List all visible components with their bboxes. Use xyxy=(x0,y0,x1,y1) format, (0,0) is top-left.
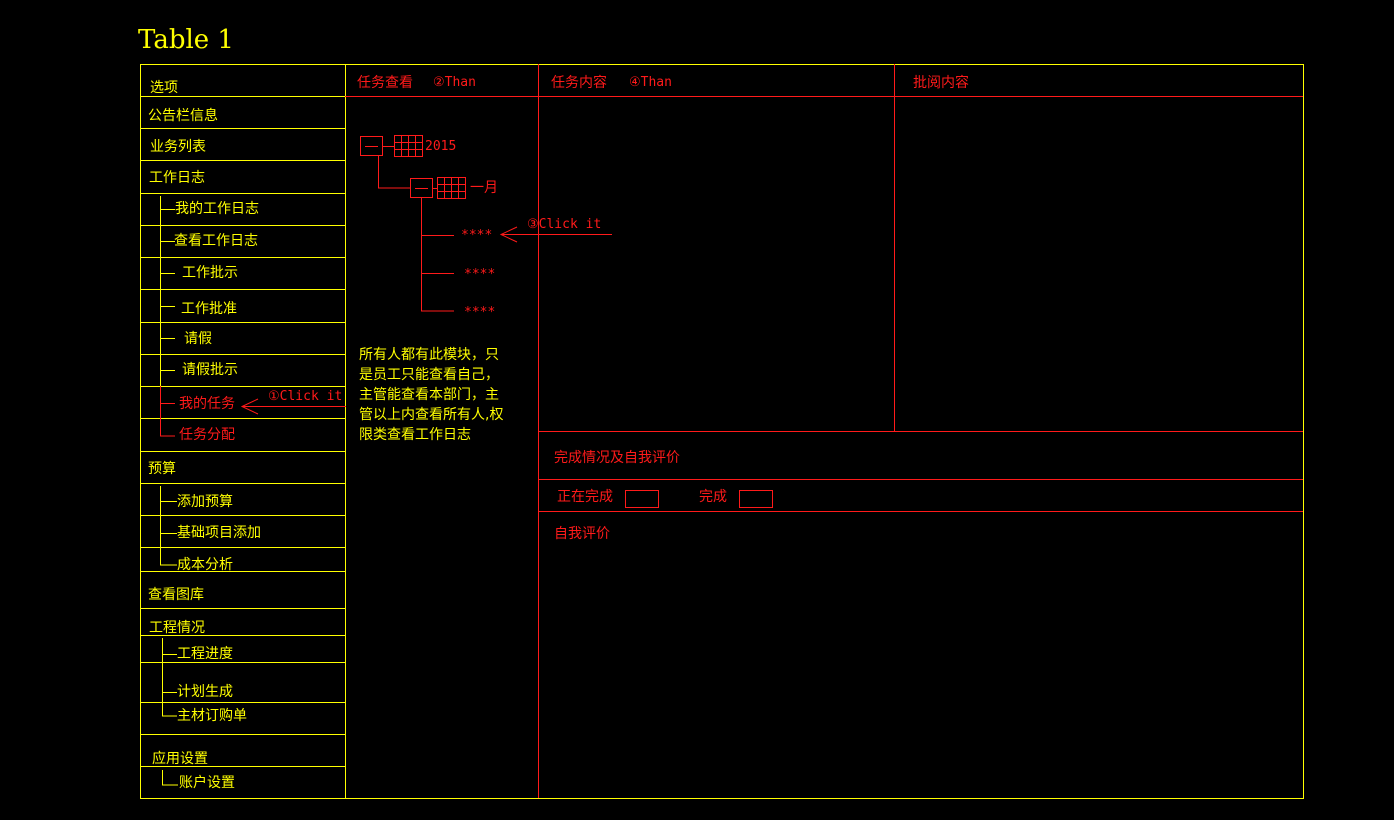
page-title: Table 1 xyxy=(138,25,234,55)
completion-title: 完成情况及自我评价 xyxy=(554,450,680,466)
annotation-step1: ①Click it xyxy=(268,389,343,404)
self-evaluation-label: 自我评价 xyxy=(554,526,610,542)
sidebar-item-budget[interactable]: 预算 xyxy=(148,461,176,477)
sidebar-item-project-progress[interactable]: 工程进度 xyxy=(177,646,233,662)
tree-item-task[interactable]: **** xyxy=(464,305,496,320)
sidebar-item-work-instruction[interactable]: 工作批示 xyxy=(182,265,238,281)
annotation-step2: ②Than xyxy=(433,75,476,90)
in-progress-checkbox[interactable] xyxy=(625,490,659,508)
done-checkbox[interactable] xyxy=(739,490,773,508)
annotation-step4: ④Than xyxy=(629,75,672,90)
sidebar-item-account-settings[interactable]: 账户设置 xyxy=(179,775,235,791)
sidebar-item-add-base-project[interactable]: 基础项目添加 xyxy=(177,525,261,541)
sidebar-item-my-work-log[interactable]: 我的工作日志 xyxy=(175,201,259,217)
review-content-title: 批阅内容 xyxy=(913,75,969,91)
done-label: 完成 xyxy=(699,489,727,505)
sidebar-item-bulletin[interactable]: 公告栏信息 xyxy=(148,108,218,124)
task-view-title: 任务查看 xyxy=(357,75,413,91)
sidebar-item-plan-generation[interactable]: 计划生成 xyxy=(177,684,233,700)
self-evaluation-area[interactable] xyxy=(545,550,1295,790)
sidebar-item-material-order[interactable]: 主材订购单 xyxy=(177,708,247,724)
sidebar-item-my-tasks[interactable]: 我的任务 xyxy=(179,396,235,412)
sidebar-item-work-log[interactable]: 工作日志 xyxy=(149,170,205,186)
tree-item-task[interactable]: **** xyxy=(464,267,496,282)
sidebar-item-business-list[interactable]: 业务列表 xyxy=(150,139,206,155)
sidebar-item-work-approval[interactable]: 工作批准 xyxy=(181,301,237,317)
sidebar-header: 选项 xyxy=(150,80,178,96)
sidebar-item-view-work-log[interactable]: 查看工作日志 xyxy=(174,233,258,249)
sidebar-item-leave-approval[interactable]: 请假批示 xyxy=(182,362,238,378)
sidebar-item-leave[interactable]: 请假 xyxy=(184,331,212,347)
sidebar-item-add-budget[interactable]: 添加预算 xyxy=(177,494,233,510)
sidebar-item-cost-analysis[interactable]: 成本分析 xyxy=(177,557,233,573)
permission-note: 所有人都有此模块，只 是员工只能查看自己， 主管能查看本部门，主 管以上内查看所… xyxy=(359,347,504,443)
tree-item-task[interactable]: **** xyxy=(461,228,493,243)
task-content-title: 任务内容 xyxy=(551,75,607,91)
annotation-step3: ③Click it xyxy=(527,217,602,232)
in-progress-label: 正在完成 xyxy=(557,489,613,505)
tree-node-month[interactable]: 一月 xyxy=(470,180,498,196)
sidebar-item-project-status[interactable]: 工程情况 xyxy=(149,620,205,636)
tree-node-year[interactable]: 2015 xyxy=(425,139,457,154)
sidebar-item-task-assignment[interactable]: 任务分配 xyxy=(179,427,235,443)
sidebar-item-app-settings[interactable]: 应用设置 xyxy=(152,751,208,767)
sidebar-item-gallery[interactable]: 查看图库 xyxy=(148,587,204,603)
